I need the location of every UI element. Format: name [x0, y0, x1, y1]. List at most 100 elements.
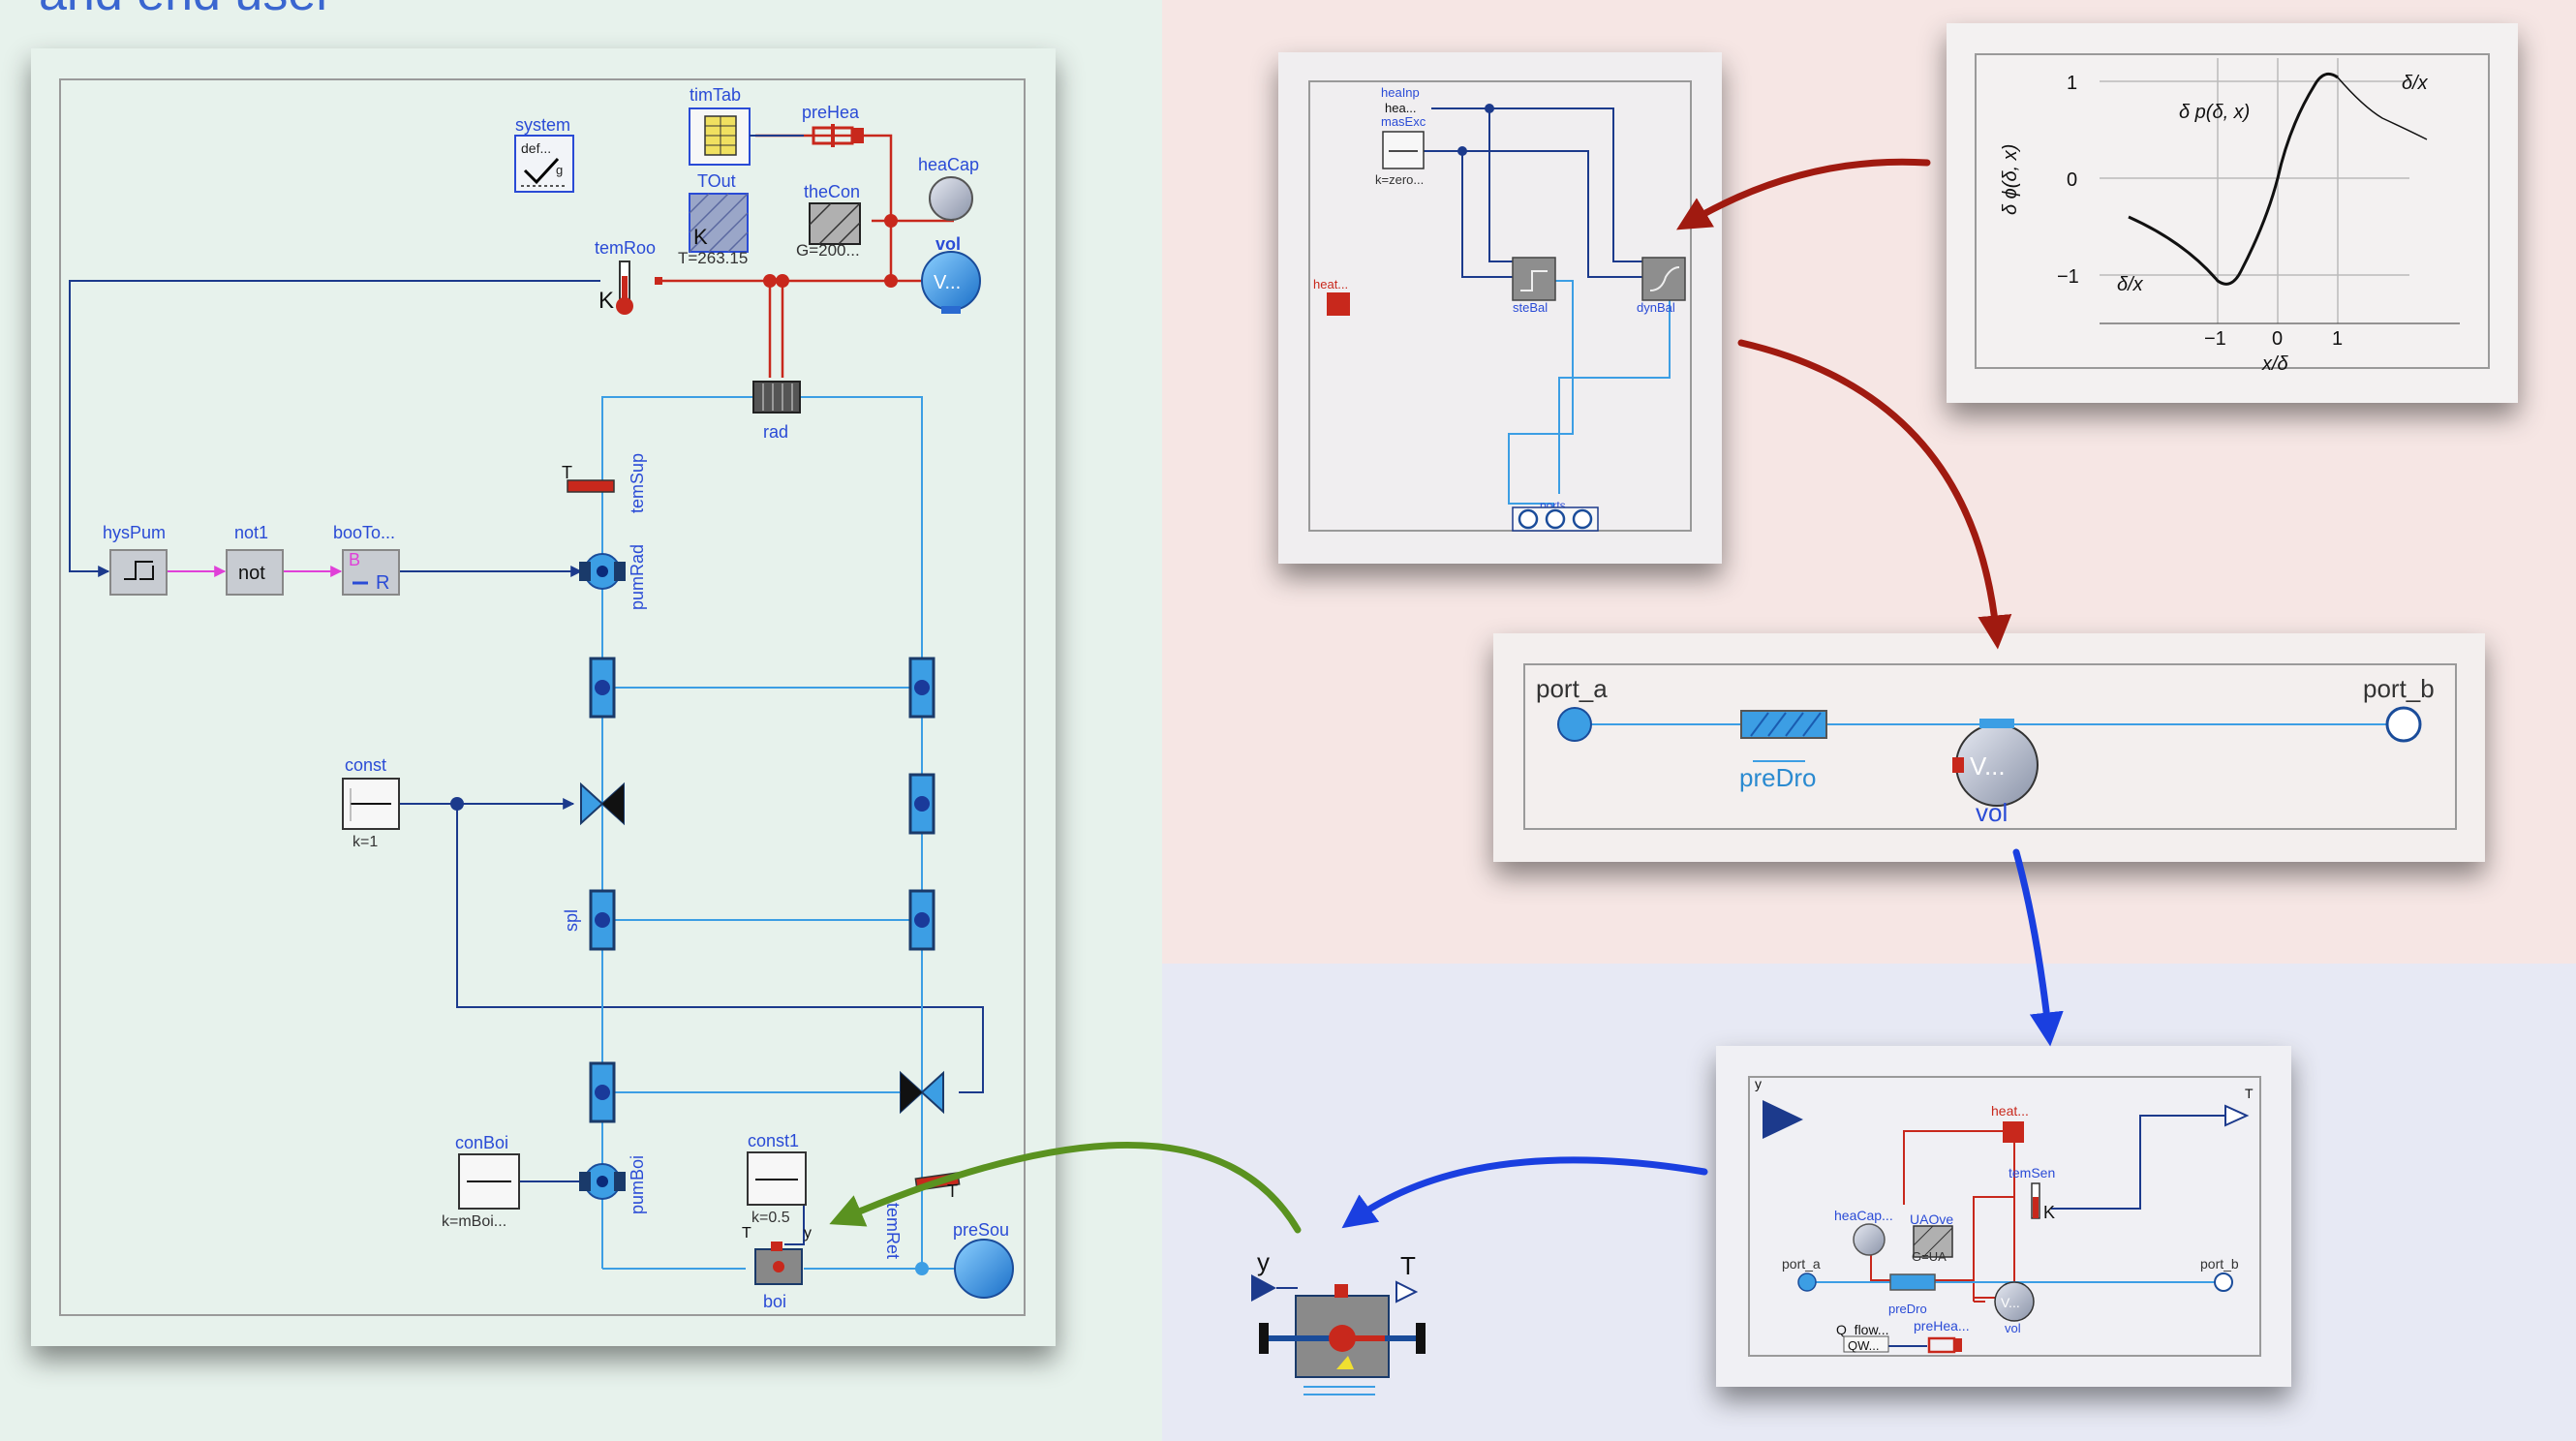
- timTab-component[interactable]: timTab: [689, 85, 804, 166]
- svg-text:theCon: theCon: [804, 182, 860, 201]
- svg-text:temSen: temSen: [2009, 1165, 2055, 1180]
- svg-text:y: y: [1257, 1247, 1270, 1276]
- svg-text:preHea...: preHea...: [1914, 1318, 1970, 1334]
- svg-text:const: const: [345, 755, 386, 775]
- preHea-component-detail[interactable]: preHea...: [1914, 1318, 1970, 1354]
- x-tick: 1: [2332, 328, 2343, 350]
- svg-text:preHea: preHea: [802, 103, 860, 122]
- svg-text:heat...: heat...: [1313, 277, 1348, 291]
- preDro-component[interactable]: preDro: [1739, 710, 1827, 792]
- svg-text:R: R: [376, 572, 389, 594]
- svg-text:temRet: temRet: [883, 1203, 903, 1259]
- svg-text:T: T: [562, 463, 572, 482]
- arrow-volume-to-boiler: [2012, 848, 2064, 1047]
- const1-component[interactable]: const1 k=0.5: [747, 1131, 807, 1226]
- ports-block[interactable]: ports: [1512, 499, 1599, 532]
- TOut-component[interactable]: TOut K T=263.15: [678, 171, 749, 267]
- svg-text:V...: V...: [2001, 1295, 2020, 1310]
- system-component[interactable]: system def... g: [514, 115, 574, 193]
- slide-title: and end user: [39, 0, 333, 21]
- hysPum-component[interactable]: hysPum: [103, 523, 168, 596]
- preDro-component-detail[interactable]: preDro: [1888, 1273, 1936, 1316]
- svg-text:steBal: steBal: [1513, 300, 1548, 315]
- preHea-component[interactable]: preHea: [802, 103, 864, 147]
- svg-text:K: K: [693, 225, 708, 249]
- Q-flow-input[interactable]: Q_flow... QW...: [1836, 1322, 1889, 1353]
- conBoi-component[interactable]: conBoi k=mBoi...: [442, 1133, 520, 1230]
- curve-label: δ/x: [2402, 73, 2429, 94]
- svg-text:T: T: [2245, 1086, 2254, 1101]
- svg-text:preDro: preDro: [1888, 1302, 1927, 1316]
- vol-component[interactable]: vol V...: [921, 234, 981, 314]
- heat-port-detail[interactable]: heat...: [1991, 1103, 2029, 1143]
- svg-text:heaCap...: heaCap...: [1834, 1208, 1893, 1223]
- y-axis-label: δ ϕ(δ, x): [2000, 144, 2021, 215]
- heaInp-block[interactable]: heaInp hea...: [1381, 85, 1420, 115]
- svg-text:not1: not1: [234, 523, 268, 542]
- svg-text:V...: V...: [934, 272, 961, 293]
- boi-component[interactable]: T y boi: [742, 1225, 812, 1311]
- svg-text:K: K: [2043, 1203, 2055, 1222]
- pumRad-component[interactable]: pumRad: [579, 544, 647, 610]
- theCon-component[interactable]: theCon G=200...: [796, 182, 861, 260]
- svg-text:G=UA: G=UA: [1912, 1249, 1947, 1264]
- output-T-port[interactable]: T: [2224, 1086, 2254, 1127]
- svg-text:V...: V...: [1970, 751, 2006, 781]
- splitter-right-1[interactable]: [908, 657, 935, 719]
- rad-component[interactable]: rad: [752, 381, 801, 442]
- UAOve-component[interactable]: UAOve G=UA: [1910, 1211, 1953, 1264]
- input-y-port[interactable]: y: [1755, 1076, 1803, 1139]
- valve-left[interactable]: [580, 782, 625, 826]
- port-a[interactable]: port_a: [1536, 674, 1608, 742]
- port-b-detail[interactable]: port_b: [2200, 1256, 2239, 1292]
- masExc-block[interactable]: masExc k=zero...: [1375, 114, 1426, 187]
- svg-text:port_a: port_a: [1782, 1256, 1821, 1272]
- dynBal-block[interactable]: dynBal: [1637, 257, 1686, 315]
- svg-text:boi: boi: [763, 1292, 786, 1311]
- svg-text:vol: vol: [2005, 1321, 2021, 1335]
- pumBoi-component[interactable]: pumBoi: [579, 1155, 647, 1214]
- port-a-detail[interactable]: port_a: [1782, 1256, 1821, 1292]
- svg-text:preSou: preSou: [953, 1220, 1009, 1240]
- port-b[interactable]: port_b: [2363, 674, 2435, 743]
- svg-text:UAOve: UAOve: [1910, 1211, 1953, 1227]
- vol-component-detail[interactable]: V... vol: [1952, 719, 2039, 827]
- booTo-component[interactable]: booTo... B R: [333, 523, 400, 596]
- splitter-right-3[interactable]: [908, 889, 935, 951]
- temRoo-component[interactable]: temRoo K: [595, 238, 656, 315]
- steBal-block[interactable]: steBal: [1512, 257, 1556, 315]
- valve-right[interactable]: [900, 1070, 944, 1115]
- y-tick: 0: [2067, 169, 2077, 191]
- svg-text:spl: spl: [562, 909, 581, 932]
- arrow-panel-to-volume: [1737, 339, 2012, 650]
- splitter-right-2[interactable]: [908, 773, 935, 835]
- svg-text:conBoi: conBoi: [455, 1133, 508, 1152]
- svg-text:dynBal: dynBal: [1637, 300, 1675, 315]
- svg-text:k=1: k=1: [353, 834, 378, 850]
- svg-text:heaInp: heaInp: [1381, 85, 1420, 100]
- svg-text:y: y: [804, 1225, 812, 1242]
- spl-component[interactable]: spl: [562, 889, 616, 951]
- heaCap-component[interactable]: heaCap: [918, 155, 979, 221]
- heat-port-block[interactable]: heat...: [1313, 277, 1350, 316]
- temSup-component[interactable]: T temSup: [562, 453, 647, 513]
- preSou-component[interactable]: preSou: [953, 1220, 1014, 1299]
- boiler-icon[interactable]: y T: [1251, 1247, 1426, 1395]
- vol-component-boiler[interactable]: V... vol: [1994, 1281, 2035, 1335]
- svg-text:vol: vol: [1976, 798, 2008, 827]
- svg-text:hea...: hea...: [1385, 101, 1417, 115]
- not1-component[interactable]: not1 not: [226, 523, 284, 596]
- splitter-left-4[interactable]: [589, 1061, 616, 1123]
- splitter-left-1[interactable]: [589, 657, 616, 719]
- temSen-component[interactable]: temSen K: [2009, 1165, 2055, 1222]
- x-axis-label: x/δ: [2261, 353, 2289, 375]
- svg-text:not: not: [238, 563, 265, 584]
- svg-text:k=mBoi...: k=mBoi...: [442, 1213, 506, 1230]
- plot-curves: [2128, 72, 2428, 286]
- x-tick: −1: [2204, 328, 2226, 350]
- heaCap-component-detail[interactable]: heaCap...: [1834, 1208, 1893, 1256]
- const-component[interactable]: const k=1: [342, 755, 400, 850]
- svg-text:K: K: [598, 288, 614, 314]
- arrow-plot-to-panel: [1675, 158, 1931, 230]
- boiler-detail-panel: y T heat... temSen K heaCap... UAOve G=U…: [1716, 1046, 2291, 1387]
